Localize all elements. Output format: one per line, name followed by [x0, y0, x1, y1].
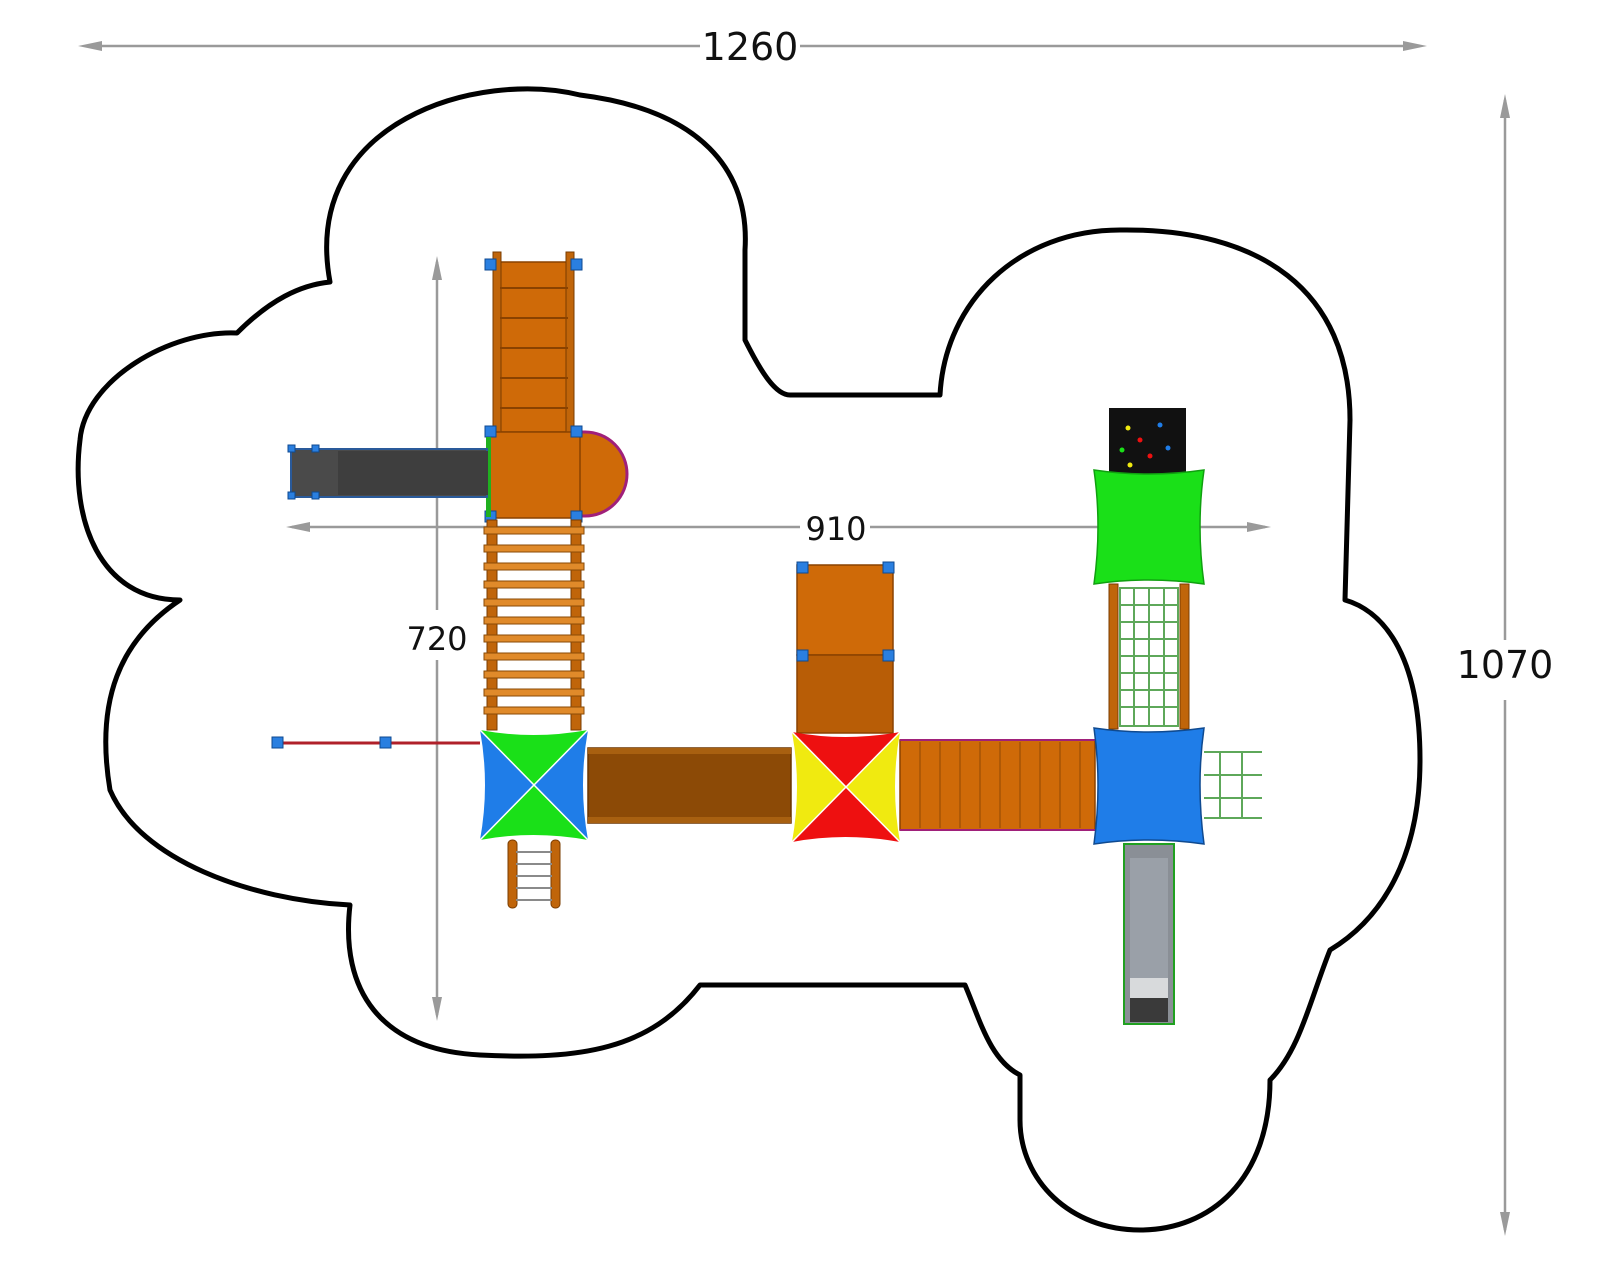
bottom-left-ladder [507, 839, 561, 909]
slide-bottom-right-icon [1123, 843, 1175, 1025]
roof-red-yellow-icon [791, 731, 901, 843]
climbing-net-icon [1108, 583, 1190, 730]
overall-depth-label: 1070 [1457, 643, 1554, 687]
dimension-overall-width [78, 41, 1427, 51]
left-ladder [483, 519, 585, 731]
structure-depth-label: 720 [406, 620, 467, 658]
side-net-ladder [1204, 751, 1262, 819]
roof-green-icon [1093, 469, 1205, 585]
left-rod [271, 736, 480, 749]
overall-width-label: 1260 [702, 25, 799, 69]
climbing-wall-icon [1109, 408, 1186, 476]
safety-zone-outline [75, 86, 1423, 1233]
top-platform [484, 425, 629, 523]
roof-blue-green-icon [479, 729, 589, 841]
top-ramp [484, 251, 583, 438]
dimension-structure-depth [432, 256, 442, 1021]
roof-blue-icon [1093, 727, 1205, 845]
bridge-left [587, 747, 792, 824]
slide-left-icon [287, 444, 488, 500]
middle-ramp [796, 561, 895, 734]
bridge-right [899, 739, 1096, 831]
dimension-overall-depth [1500, 94, 1510, 1236]
structure-width-label: 910 [805, 510, 866, 548]
